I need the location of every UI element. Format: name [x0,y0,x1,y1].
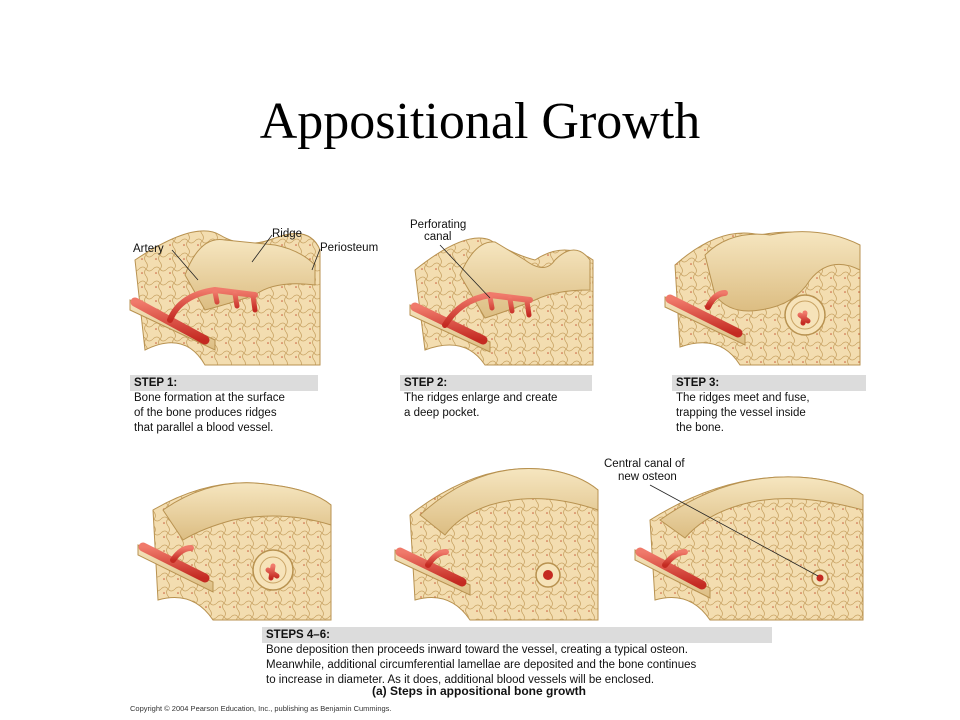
central-canal-label-1: Central canal of [604,458,685,470]
steps4-6-box: STEPS 4–6: Bone deposition then proceeds… [262,627,772,688]
step1-box: STEP 1: Bone formation at the surface of… [130,375,318,436]
step3-line1: The ridges meet and fuse, [676,392,810,404]
ridge-label: Ridge [272,228,303,240]
central-canal-label-2: new osteon [618,471,677,483]
step1-line2: of the bone produces ridges [134,407,277,419]
step1-head: STEP 1: [130,375,318,391]
artery-label: Artery [133,243,164,255]
perforating-canal-label-1: Perforating [410,219,467,231]
step6-illustration [634,476,864,621]
step2-line1: The ridges enlarge and create [404,392,558,404]
copyright-notice: Copyright © 2004 Pearson Education, Inc.… [130,704,392,713]
perforating-canal-label-2: canal [424,231,452,243]
step3-line3: the bone. [676,422,724,434]
step2-head: STEP 2: [400,375,592,391]
step4-illustration [137,482,332,621]
step5-illustration [394,467,599,621]
steps4-6-line1: Bone deposition then proceeds inward tow… [266,644,688,656]
slide-title: Appositional Growth [259,93,701,150]
step2-illustration [409,237,594,366]
steps4-6-head: STEPS 4–6: [262,627,772,643]
step3-head: STEP 3: [672,375,866,391]
step3-box: STEP 3: The ridges meet and fuse, trappi… [672,375,866,436]
steps4-6-line3: to increase in diameter. As it does, add… [266,674,655,686]
step2-line2: a deep pocket. [404,407,480,419]
step3-illustration [664,231,861,366]
periosteum-label: Periosteum [320,242,379,254]
step1-illustration [129,230,321,366]
step1-line1: Bone formation at the surface [134,392,285,404]
step2-box: STEP 2: The ridges enlarge and create a … [400,375,592,421]
step3-line2: trapping the vessel inside [676,407,806,419]
steps4-6-line2: Meanwhile, additional circumferential la… [266,659,697,671]
step1-line3: that parallel a blood vessel. [134,422,274,434]
figure-caption: (a) Steps in appositional bone growth [372,684,587,698]
